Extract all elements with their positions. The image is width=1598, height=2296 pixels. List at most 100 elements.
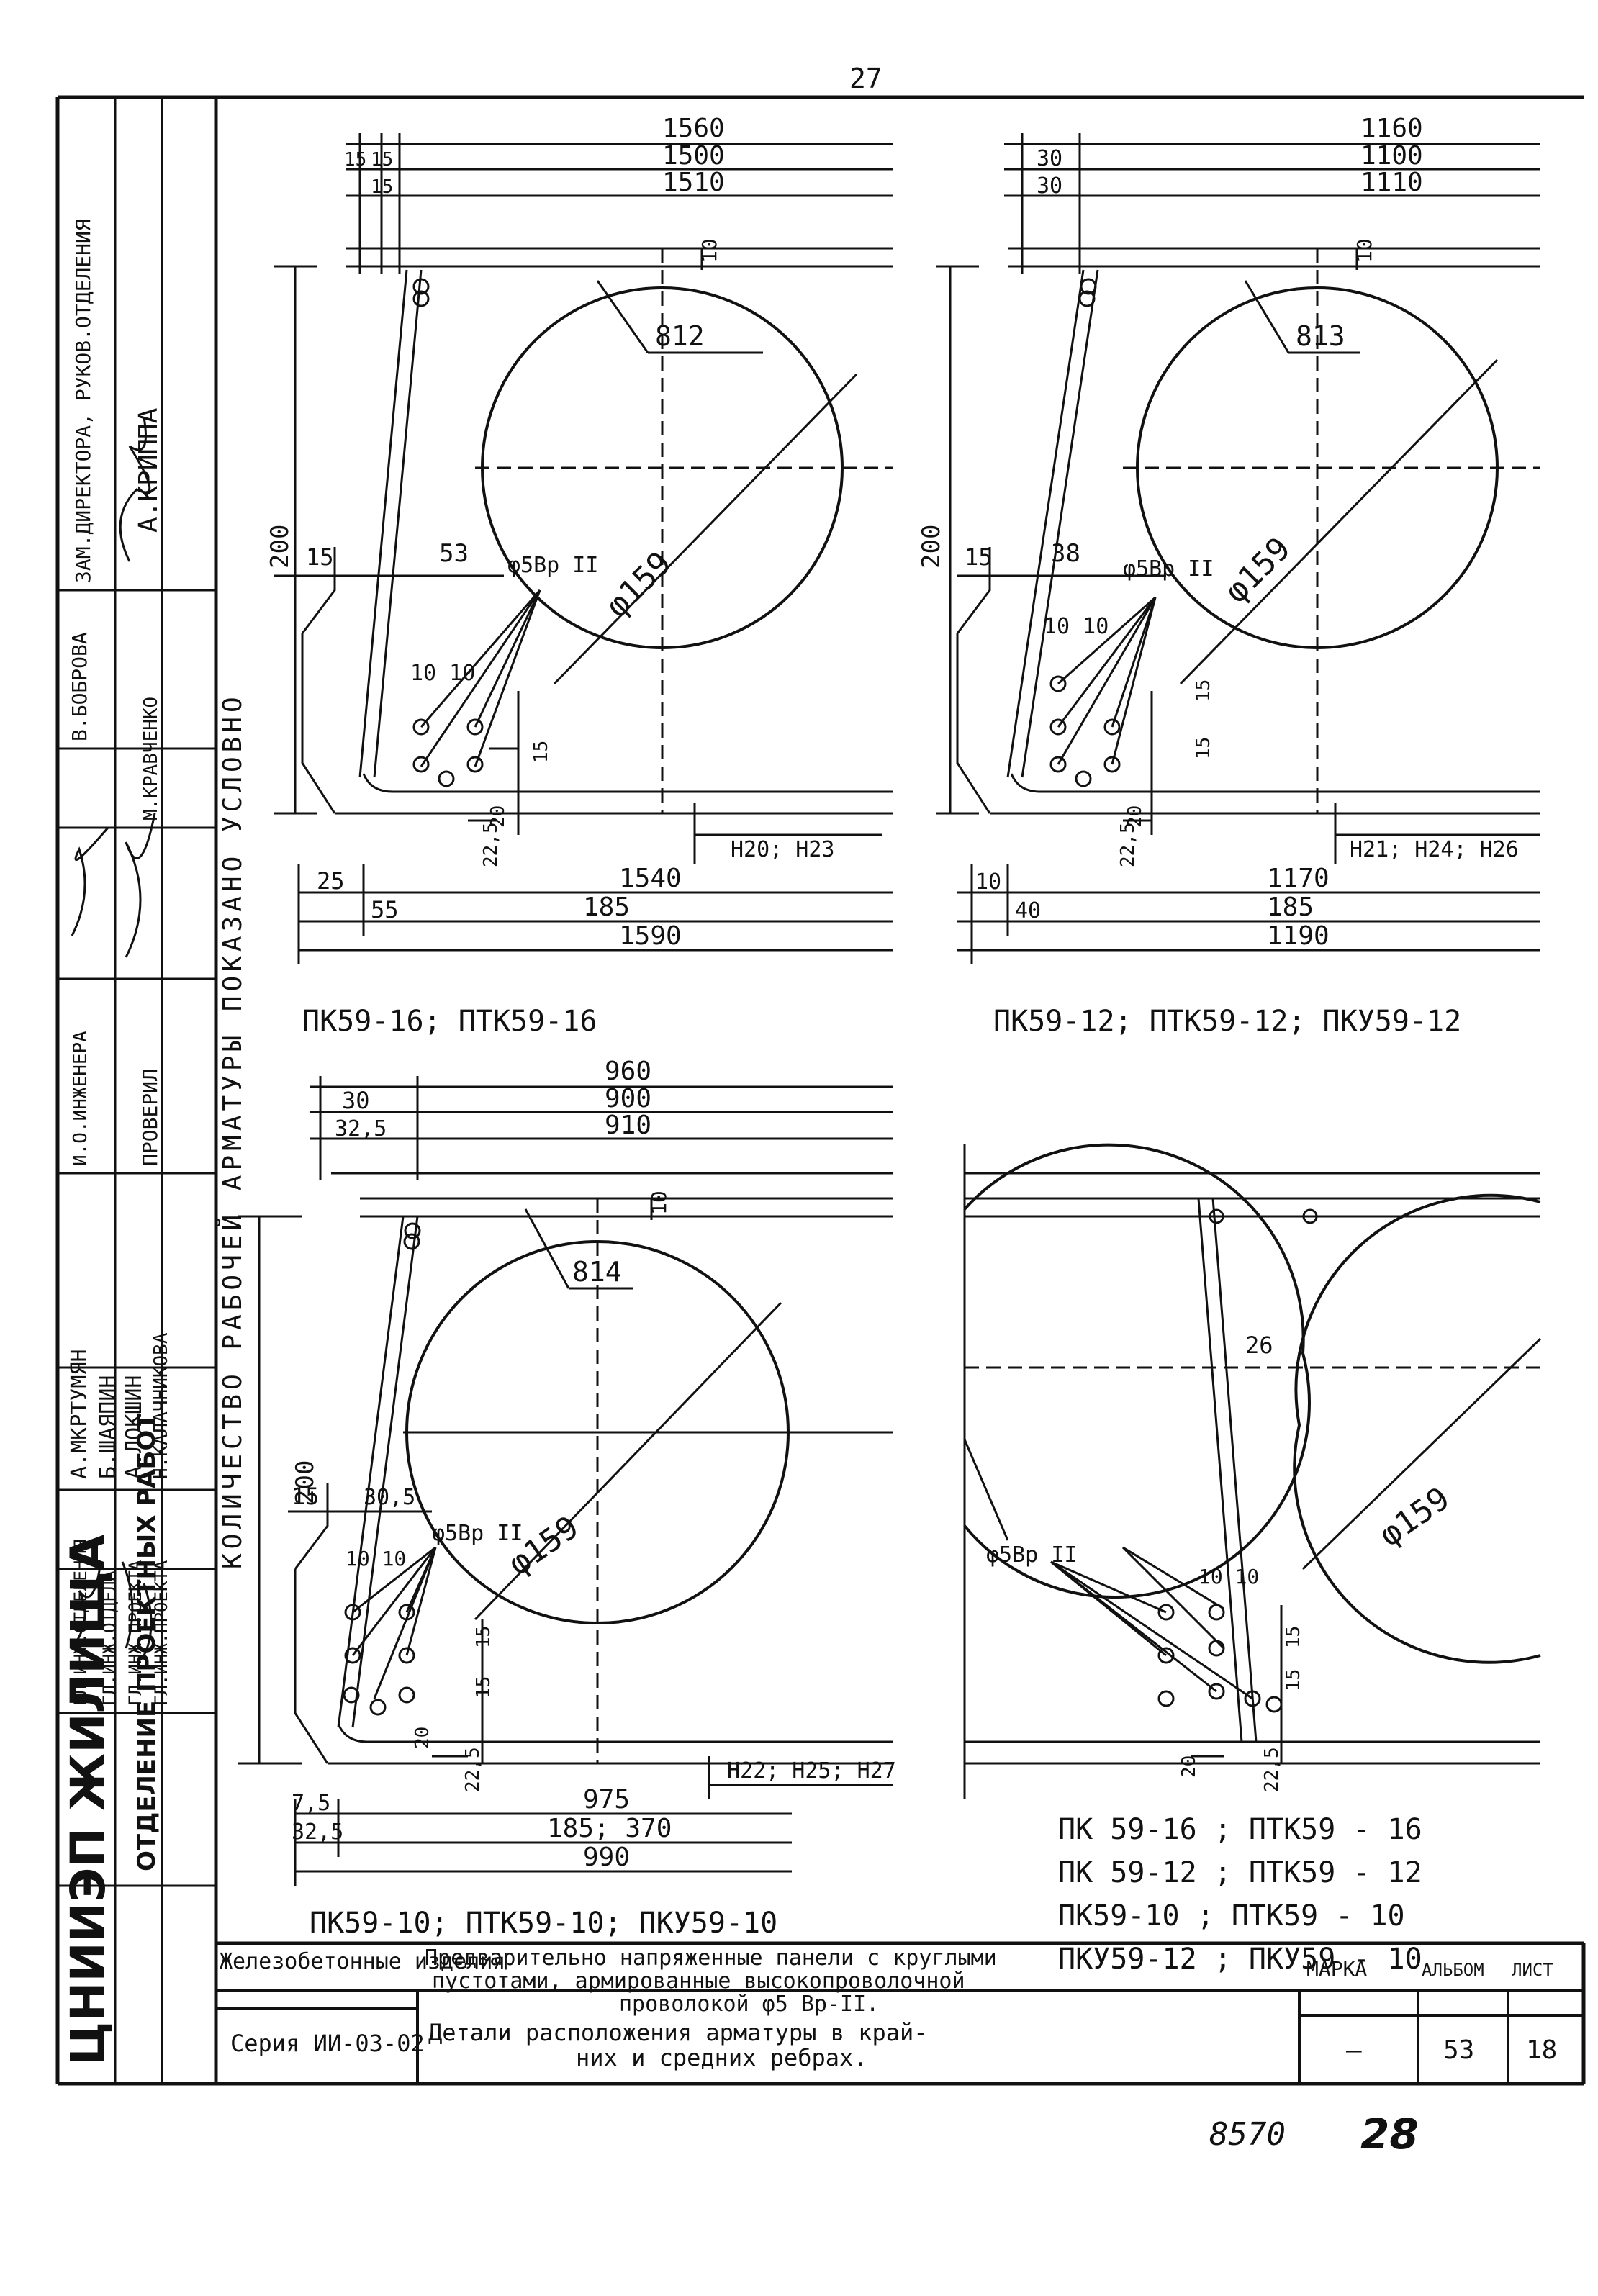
v3-top-rib: 10 <box>647 1190 671 1215</box>
v2-dim-top-3: 1110 <box>1360 168 1423 197</box>
v4-caption-1: ПК 59-16 ; ПТК59 - 16 <box>1058 1813 1422 1846</box>
v4-circle-right <box>1293 1193 1541 1664</box>
title-category: Железобетонные изделия <box>220 1949 505 1974</box>
v3-left-dim: 15 <box>292 1483 320 1510</box>
v2-vdim-0: 15 <box>1193 679 1214 702</box>
v4-spacing: 10 10 <box>1198 1565 1259 1588</box>
v2-dim-top-1: 1160 <box>1360 114 1423 143</box>
v3-offset: 30,5 <box>364 1485 415 1510</box>
title-line-1: Предварительно напряженные панели с круг… <box>425 1945 997 1971</box>
title-line-3: проволокой φ5 Вр-II. <box>619 1992 879 2017</box>
v2-spacing: 10 10 <box>1044 614 1109 639</box>
v1-vdim-3: 22,5 <box>480 822 502 867</box>
v4-bar: φ5Вр II <box>986 1542 1077 1568</box>
title-line-5: них и средних ребрах. <box>576 2044 867 2071</box>
v1-bot-small-1: 25 <box>317 867 345 895</box>
v1-dim-small-1: 15 <box>344 149 366 171</box>
v1-vdim-1: 15 <box>531 741 552 763</box>
v4-circle-left <box>963 1143 1311 1599</box>
value-album: 53 <box>1443 2035 1474 2065</box>
stamp-grid <box>58 97 216 2084</box>
v4-caption-3: ПК59-10 ; ПТК59 - 10 <box>1058 1899 1405 1933</box>
v3-bot-small-2: 32,5 <box>292 1820 343 1845</box>
v3-dim-small-2: 32,5 <box>335 1116 387 1142</box>
v1-left-dim: 15 <box>306 543 334 571</box>
header-album: АЛЬБОМ <box>1422 1960 1484 1980</box>
v3-bot-small-1: 7,5 <box>292 1791 330 1816</box>
view-3: 960 900 910 30 32,5 10 814 φ159 φ5Вр II … <box>238 1057 896 1940</box>
v2-caption: ПК59-12; ПТК59-12; ПКУ59-12 <box>993 1005 1461 1038</box>
v3-caption: ПК59-10; ПТК59-10; ПКУ59-10 <box>310 1907 777 1940</box>
header-list: ЛИСТ <box>1512 1960 1553 1980</box>
v3-vdim-3: 22,5 <box>462 1747 484 1792</box>
v4-caption-4: ПКУ59-12 ; ПКУ59 - 10 <box>1058 1943 1422 1976</box>
value-list: 18 <box>1526 2035 1557 2065</box>
v1-bot-small-2: 55 <box>371 896 399 923</box>
v2-leader: 813 <box>1296 320 1345 352</box>
director-name: А.КРИППА <box>134 407 163 533</box>
v2-bot-small-2: 40 <box>1015 898 1041 923</box>
v3-dim-small-1: 30 <box>342 1087 370 1114</box>
v3-dim-top-2: 900 <box>605 1084 651 1113</box>
v3-vdim-2: 20 <box>412 1727 433 1749</box>
stamp-name-1: А.МКРТУМЯН <box>67 1349 92 1479</box>
org-department: ОТДЕЛЕНИЕ ПРОЕКТНЫХ РАБОТ <box>132 1413 161 1871</box>
view-4: 26 φ159 φ5Вр II 10 10 15 15 20 22,5 ПК 5… <box>963 1143 1542 1976</box>
page-number: 27 <box>849 63 882 94</box>
v2-vdim-3: 22,5 <box>1117 822 1139 867</box>
v3-dim-top-3: 910 <box>605 1111 651 1140</box>
v1-bot-dim-3: 1590 <box>619 921 682 951</box>
v1-bar: φ5Вр II <box>507 553 598 578</box>
v2-vdim-1: 15 <box>1193 737 1214 759</box>
v3-marks: Н22; Н25; Н27 <box>727 1758 896 1784</box>
v1-offset: 53 <box>439 539 469 568</box>
v1-bot-dim-2: 185 <box>583 892 630 922</box>
v1-side: 200 <box>266 525 294 569</box>
v1-leader: 812 <box>655 320 705 352</box>
v1-dim-small-2: 15 <box>371 149 393 171</box>
stamp-role-4: ГЛ.ИНЖ.ПРОЕКТА <box>151 1560 171 1706</box>
sheet-frame <box>55 95 1586 2086</box>
title-line-4: Детали расположения арматуры в край- <box>428 2019 928 2046</box>
stamp-role-1: ГЛ.ИНЖ.ОТДЕЛЕНИЯ <box>71 1540 91 1706</box>
v3-bot-dim-1: 975 <box>583 1785 630 1814</box>
v3-spacing: 10 10 <box>346 1547 406 1570</box>
v1-spacing: 10 10 <box>410 661 475 686</box>
view-2: 1160 1100 1110 30 30 10 813 φ159 φ5Вр II… <box>917 114 1540 1038</box>
v2-dim-small-1: 30 <box>1037 146 1062 171</box>
footer-number: 8570 <box>1209 2116 1286 2153</box>
view-1: 1560 1500 1510 15 15 15 10 812 φ159 φ5Вр… <box>266 114 893 1038</box>
stamp-role-6: ПРОВЕРИЛ <box>138 1069 162 1166</box>
v1-dim-top-2: 1500 <box>662 141 725 171</box>
v2-bot-dim-1: 1170 <box>1267 864 1330 893</box>
v1-top-rib: 10 <box>698 238 721 263</box>
v2-side: 200 <box>917 525 946 569</box>
v2-top-rib: 10 <box>1353 238 1376 263</box>
v3-bar: φ5Вр II <box>432 1521 523 1546</box>
v3-vdim-1: 15 <box>473 1676 495 1699</box>
v2-diameter: φ159 <box>1218 530 1298 610</box>
director-role: ЗАМ.ДИРЕКТОРА, РУКОВ.ОТДЕЛЕНИЯ <box>71 219 95 583</box>
v2-bar: φ5Вр II <box>1123 556 1214 582</box>
v2-dim-top-2: 1100 <box>1360 141 1423 171</box>
v2-bot-small-1: 10 <box>975 869 1001 895</box>
v2-dim-small-2: 30 <box>1037 173 1062 199</box>
v2-bot-dim-2: 185 <box>1267 892 1314 922</box>
v2-offset: 38 <box>1051 539 1080 568</box>
v4-caption-2: ПК 59-12 ; ПТК59 - 12 <box>1058 1856 1422 1889</box>
stamp-role-5: И.О.ИНЖЕНЕРА <box>70 1031 91 1166</box>
v3-vdim-0: 15 <box>473 1626 495 1648</box>
stamp-name-2: Б.ШАЯПИН <box>96 1375 121 1480</box>
stamp-role-8: М.КРАВЧЕНКО <box>140 697 162 821</box>
v1-dim-top-3: 1510 <box>662 168 725 197</box>
v2-bot-dim-3: 1190 <box>1267 921 1330 951</box>
header-marka: МАРКА <box>1306 1957 1367 1981</box>
v4-vdim-2: 15 <box>1283 1669 1304 1691</box>
v3-bot-dim-2: 185; 370 <box>547 1814 672 1843</box>
v3-side: 200 <box>291 1460 320 1504</box>
stamp-name-4: Н.КАЛАЧНИКОВА <box>150 1332 172 1479</box>
v4-vdim-4: 22,5 <box>1261 1747 1283 1792</box>
title-series: Серия ИИ-03-02 <box>230 2030 425 2057</box>
v1-bot-dim-1: 1540 <box>619 864 682 893</box>
v1-dim-small-3: 15 <box>371 176 393 198</box>
